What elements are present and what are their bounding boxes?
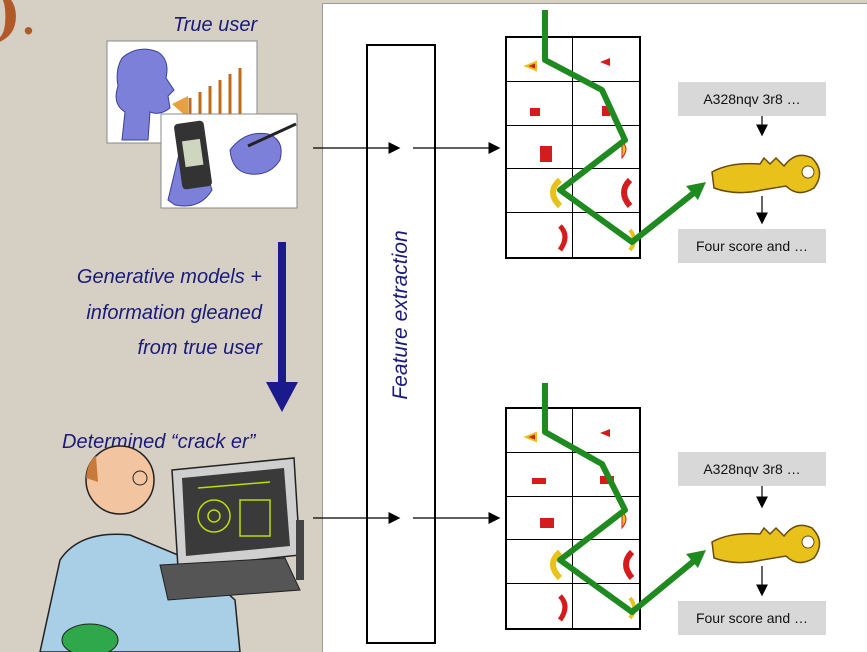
feature-blobs-top xyxy=(523,58,636,252)
feature-grid-top xyxy=(505,36,641,259)
key-code-tag-top: A328nqv 3r8 … xyxy=(678,82,826,116)
match-path-bottom xyxy=(542,383,702,615)
path-arrow-head-top xyxy=(686,182,706,200)
input-arrows xyxy=(313,142,501,524)
feature-blobs-bottom xyxy=(523,429,636,622)
feature-extraction-box xyxy=(366,44,436,644)
down-arrow-icon xyxy=(266,242,298,412)
computer-user-icon xyxy=(39,445,304,652)
pda-stylus-icon xyxy=(160,113,298,209)
feature-grid-bottom xyxy=(505,407,641,630)
corner-glyph: ). xyxy=(0,0,36,48)
key-icon xyxy=(711,154,821,194)
key-phrase-tag-top: Four score and … xyxy=(678,229,826,263)
generative-label-3: from true user xyxy=(137,337,262,359)
key-icon xyxy=(711,524,821,564)
path-arrow-head-bottom xyxy=(686,550,706,568)
key-phrase-tag-bottom: Four score and … xyxy=(678,601,826,635)
generative-label-2: information gleaned xyxy=(86,302,262,324)
match-path-top xyxy=(542,10,702,245)
true-user-label: True user xyxy=(173,14,258,36)
generative-label-1: Generative models + xyxy=(76,266,262,288)
key-code-tag-bottom: A328nqv 3r8 … xyxy=(678,452,826,486)
